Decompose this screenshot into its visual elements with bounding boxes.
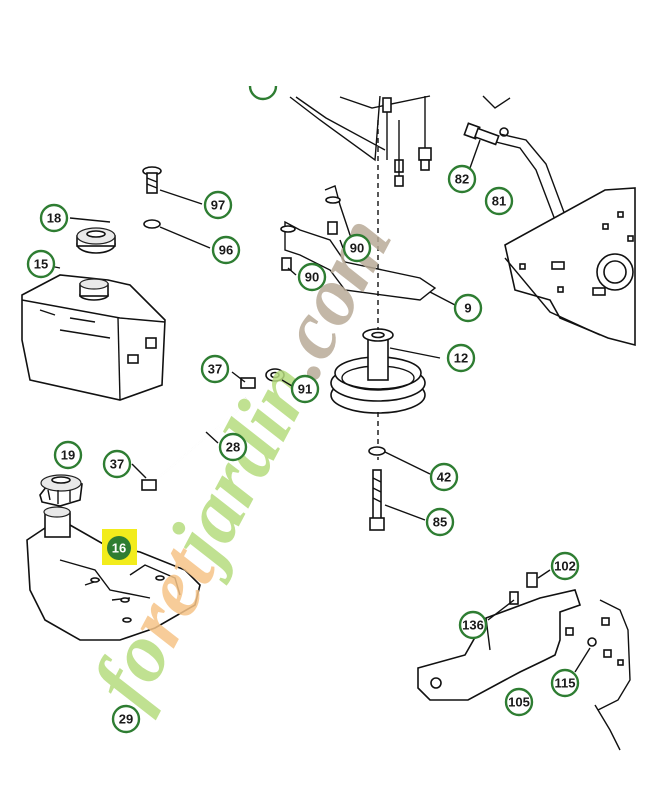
callout-label: 102 — [554, 559, 576, 574]
callout-85[interactable]: 85 — [425, 507, 455, 537]
callout-105[interactable]: 105 — [504, 687, 534, 717]
callout-label: 85 — [433, 515, 447, 530]
callout-label: 96 — [219, 243, 233, 258]
callout-label: 105 — [508, 695, 530, 710]
callout-28[interactable]: 28 — [218, 432, 248, 462]
callout-label: 12 — [454, 351, 468, 366]
bracket-9 — [280, 185, 437, 301]
callout-136[interactable]: 136 — [458, 610, 488, 640]
fuel-cap-19 — [39, 474, 83, 507]
bracket-105 — [417, 572, 631, 751]
bolt-85 — [368, 446, 386, 531]
callout-37-upper[interactable]: 37 — [200, 354, 230, 384]
callout-15[interactable]: 15 — [26, 249, 56, 279]
bolt-97 — [142, 166, 162, 229]
callout-label: 115 — [555, 676, 576, 691]
callout-label: 15 — [34, 257, 48, 272]
highlight-callout-16[interactable]: 16 — [102, 529, 137, 565]
callout-29[interactable]: 29 — [111, 704, 141, 734]
callout-label: 37 — [208, 362, 222, 377]
callout-19[interactable]: 19 — [53, 440, 83, 470]
upper-linkage — [289, 95, 511, 187]
highlight-circle — [107, 536, 131, 560]
fuel-tank-15 — [21, 274, 166, 401]
fitting-assembly — [463, 122, 566, 221]
callout-label: 37 — [110, 457, 124, 472]
callout-label: 91 — [298, 382, 312, 397]
callout-label: 82 — [455, 172, 469, 187]
callout-label: 90 — [350, 241, 364, 256]
callout-82[interactable]: 82 — [447, 164, 477, 194]
callout-label: 29 — [119, 712, 133, 727]
callout-90-lower[interactable]: 90 — [297, 262, 327, 292]
callout-42[interactable]: 42 — [429, 462, 459, 492]
highlight-label: 16 — [112, 541, 126, 556]
callout-37-lower[interactable]: 37 — [102, 449, 132, 479]
fuel-tank-16 — [26, 506, 201, 641]
callout-partial-top — [248, 85, 278, 101]
callout-12[interactable]: 12 — [446, 343, 476, 373]
callout-9[interactable]: 9 — [453, 293, 483, 323]
callout-90-upper[interactable]: 90 — [342, 233, 372, 263]
leader-lines — [49, 139, 591, 673]
hose-28 — [141, 368, 285, 491]
callout-115[interactable]: 115 — [550, 668, 580, 698]
callout-label: 81 — [492, 194, 506, 209]
callout-label: 9 — [464, 301, 471, 316]
callout-label: 19 — [61, 448, 75, 463]
callout-97[interactable]: 97 — [203, 190, 233, 220]
callout-label: 136 — [462, 618, 484, 633]
callout-102[interactable]: 102 — [550, 551, 580, 581]
callout-96[interactable]: 96 — [211, 235, 241, 265]
callout-label: 28 — [226, 440, 240, 455]
callout-91[interactable]: 91 — [290, 374, 320, 404]
callout-label: 42 — [437, 470, 451, 485]
callout-label: 18 — [47, 211, 61, 226]
callout-18[interactable]: 18 — [39, 203, 69, 233]
pulley-12 — [330, 120, 426, 460]
frame-plate — [504, 187, 636, 347]
callout-81[interactable]: 81 — [484, 186, 514, 216]
callout-label: 90 — [305, 270, 319, 285]
callout-label: 97 — [211, 198, 225, 213]
fuel-cap-18 — [76, 227, 116, 254]
